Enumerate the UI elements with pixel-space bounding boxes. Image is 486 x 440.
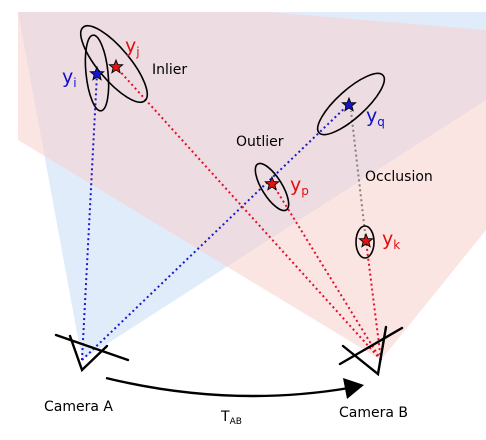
star-yi [89,65,105,81]
label-yp: yp [290,174,309,198]
ray-a-to-yq [81,103,350,361]
ellipse-yj [80,25,148,103]
camera-a-icon [54,333,130,373]
occlusion-ray [350,110,367,242]
label-occlusion: Occlusion [365,169,433,185]
camera-b-icon [338,325,404,377]
star-yq [341,96,357,112]
transform-arrow [105,376,350,398]
label-camera-b: Camera B [339,405,408,421]
label-yk: yk [382,228,400,252]
label-transform: TAB [220,409,242,427]
ellipse-yi [84,34,110,112]
star-yj [108,58,124,74]
camera-b-fov [18,12,486,360]
label-inlier: Inlier [152,62,187,78]
transform-arrowhead [343,378,364,399]
stars [89,58,374,248]
rays [81,66,382,361]
label-camera-a: Camera A [44,399,113,415]
ellipse-yk [355,225,375,259]
ray-b-to-yj [115,66,382,361]
label-yj: yj [125,35,140,59]
ellipse-yp [254,162,290,212]
label-yq: yq [366,105,385,129]
uncertainty-ellipses [80,25,386,259]
ellipse-yq [316,72,386,136]
label-outlier: Outlier [236,134,284,150]
star-yp [264,175,280,191]
label-yi: yi [62,66,77,90]
star-yk [358,232,374,248]
